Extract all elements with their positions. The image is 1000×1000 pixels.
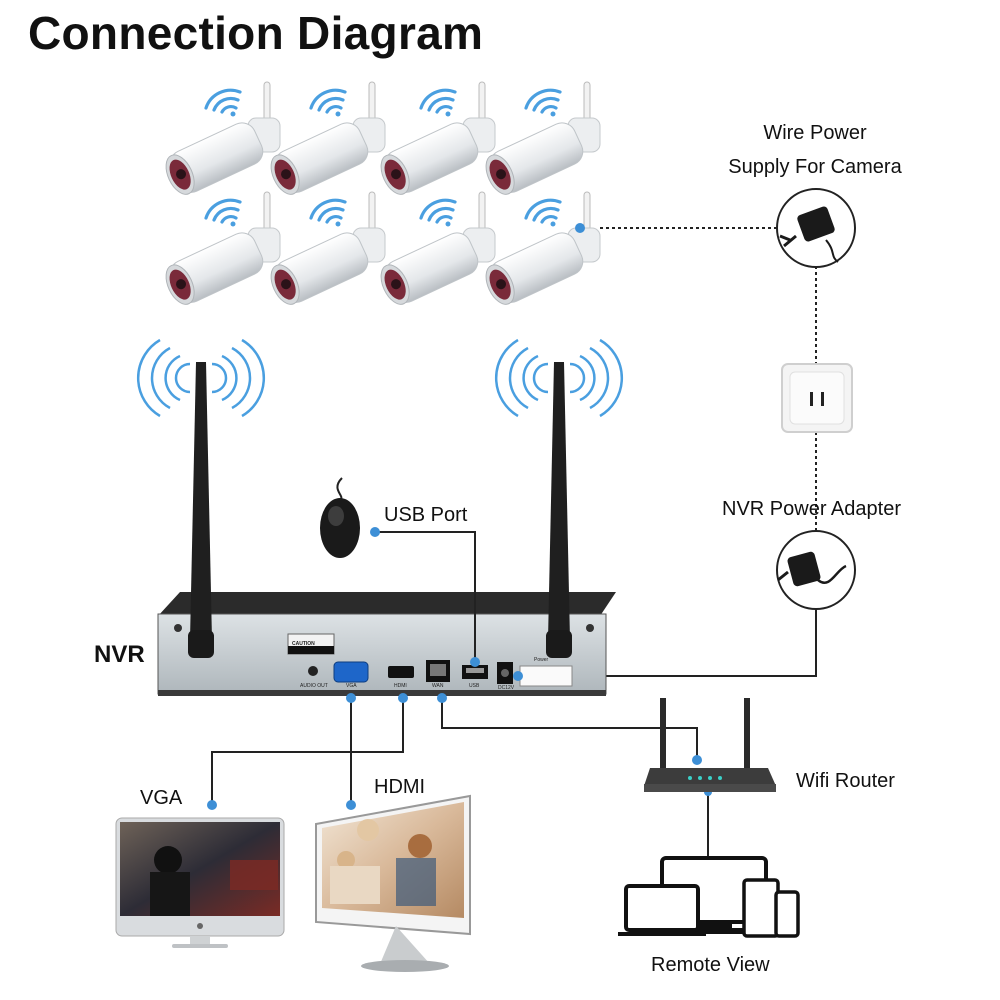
port-label-vga: VGA bbox=[346, 683, 357, 689]
port-label-usb: USB bbox=[469, 683, 480, 689]
remote-view-label: Remote View bbox=[651, 954, 770, 976]
wifi-signal-right-icon bbox=[495, 338, 623, 418]
nvr-power-wire bbox=[518, 609, 817, 677]
page-title: Connection Diagram bbox=[28, 7, 484, 59]
remote-devices-icon bbox=[618, 856, 800, 938]
usb-port-label: USB Port bbox=[384, 504, 468, 526]
hdmi-label: HDMI bbox=[374, 776, 426, 798]
power-label: Power bbox=[534, 657, 549, 663]
mouse-icon bbox=[320, 477, 360, 558]
hdmi-monitor-icon bbox=[315, 794, 471, 972]
port-label-audio-out: AUDIO OUT bbox=[300, 683, 328, 689]
nvr-label: NVR bbox=[94, 641, 145, 668]
wire-power-label-line2: Supply For Camera bbox=[728, 156, 902, 178]
wifi-router-icon bbox=[644, 698, 776, 792]
port-label-dc12v: DC12V bbox=[498, 685, 515, 691]
caution-text: CAUTION bbox=[292, 641, 315, 647]
dashed-power-wire bbox=[600, 227, 817, 530]
wall-socket-icon bbox=[781, 363, 853, 433]
camera-power-adapter-icon bbox=[776, 188, 856, 268]
wire-power-label-line1: Wire Power bbox=[763, 122, 867, 144]
nvr-power-adapter-label: NVR Power Adapter bbox=[722, 498, 901, 520]
wifi-signal-left-icon bbox=[137, 338, 265, 418]
port-label-hdmi: HDMI bbox=[394, 683, 407, 689]
vga-label: VGA bbox=[140, 787, 183, 809]
connection-lines bbox=[211, 531, 709, 858]
vga-monitor-icon bbox=[115, 817, 285, 948]
nvr-antenna-right bbox=[546, 362, 572, 658]
hdmi-port bbox=[388, 666, 414, 678]
vga-port bbox=[333, 661, 369, 683]
port-label-wan: WAN bbox=[432, 683, 444, 689]
audio-out-port bbox=[308, 666, 318, 676]
wifi-router-label: Wifi Router bbox=[796, 770, 895, 792]
nvr-power-adapter-icon bbox=[776, 530, 856, 610]
nvr-antenna-left bbox=[188, 362, 214, 658]
